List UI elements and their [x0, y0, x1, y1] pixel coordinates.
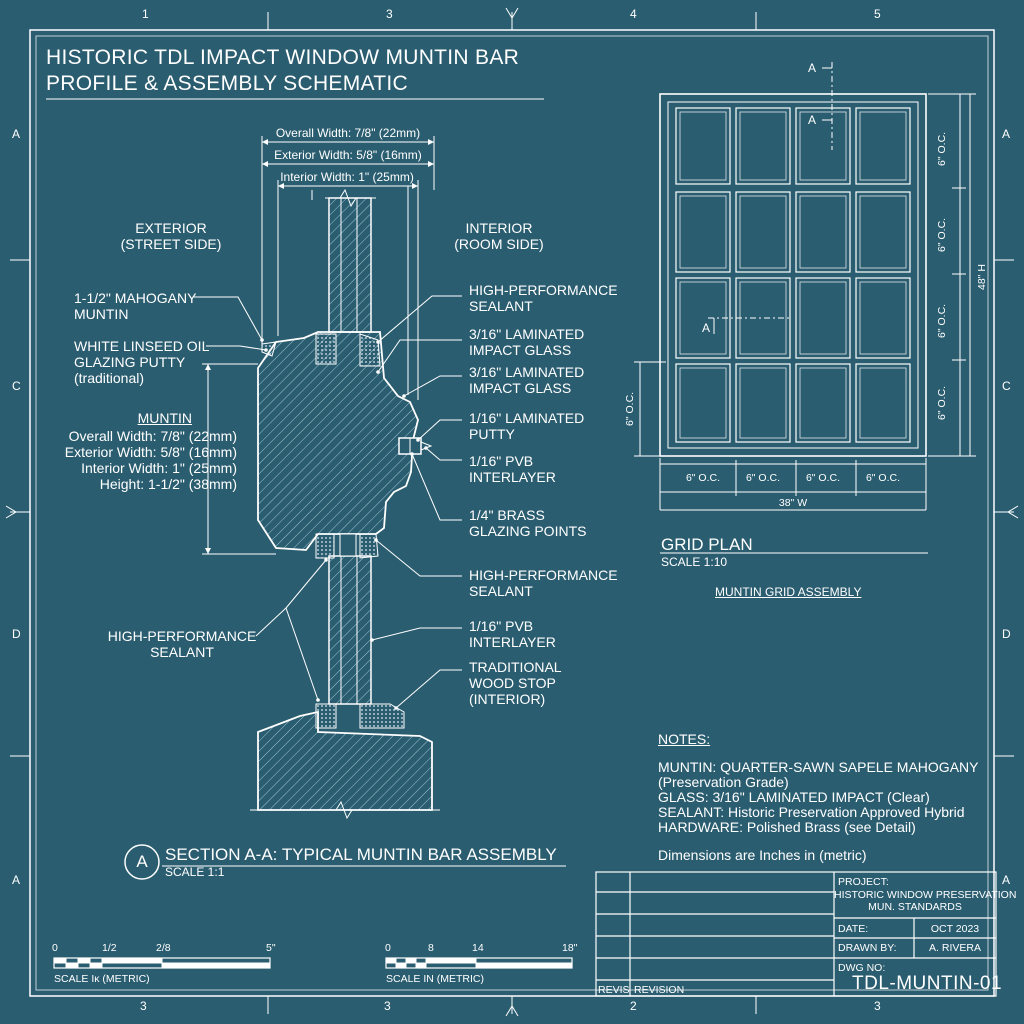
grid-plan-scale: SCALE 1:10 — [661, 555, 728, 569]
grid-right-dim: 6" O.C. — [936, 217, 948, 252]
scale-tick: 0 — [52, 942, 58, 954]
grid-bottom-dim: 6" O.C. — [745, 472, 781, 484]
scale-bar-graphics — [53, 957, 573, 969]
dimensions-note: Dimensions are Inches in (metric) — [658, 847, 867, 863]
grid-height-dim: 48" H — [976, 264, 988, 290]
notes-heading: NOTES: — [658, 731, 711, 747]
border-letter: C — [1002, 379, 1011, 393]
border-letter: A — [12, 127, 21, 141]
title-block-frame — [595, 871, 997, 997]
border-letter: D — [12, 627, 21, 641]
muntin-spec-heading: MUNTIN — [137, 410, 192, 426]
dim-exterior-width: Exterior Width: 5/8" (16mm) — [274, 148, 422, 162]
grid-plan-subtitle: MUNTIN GRID ASSEMBLY — [715, 585, 862, 599]
grid-left-dim: 6" O.C. — [624, 391, 636, 426]
border-letter: A — [1002, 873, 1011, 887]
border-number: 3 — [874, 999, 881, 1013]
grid-right-dim: 6" O.C. — [936, 131, 948, 166]
drawn-by-value: A. RIVERA — [929, 942, 981, 954]
border-letter: D — [1002, 627, 1011, 641]
dim-overall-width: Overall Width: 7/8" (22mm) — [275, 126, 421, 140]
revis-label: REVIS — [598, 984, 630, 996]
scale-tick: 5" — [266, 942, 276, 954]
scale-tick: 0 — [385, 942, 391, 954]
border-number: 5 — [874, 7, 881, 21]
section-detail — [124, 136, 566, 880]
muntin-spec-list: Overall Width: 7/8" (22mm) Exterior Widt… — [64, 428, 237, 493]
grid-bottom-dim: 6" O.C. — [865, 472, 901, 484]
scale-tick: 8 — [428, 942, 434, 954]
grid-plan-heading: GRID PLAN — [661, 535, 753, 554]
border-letter: A — [1002, 127, 1011, 141]
grid-width-dim: 38" W — [778, 497, 808, 509]
notes-list: MUNTIN: QUARTER-SAWN SAPELE MAHOGANY (Pr… — [658, 759, 979, 835]
border-letter: A — [12, 873, 21, 887]
revision-label: REVISION — [634, 984, 685, 996]
date-label: DATE: — [838, 923, 869, 935]
scale-tick: 1/2 — [102, 942, 117, 954]
dwg-no-value: TDL-MUNTIN-01 — [852, 973, 1003, 994]
scale-tick: 14 — [472, 942, 484, 954]
scale-tick: 2/8 — [156, 942, 171, 954]
scale-label: SCALE IN (METRIC) — [386, 973, 485, 985]
section-caption: SECTION A-A: TYPICAL MUNTIN BAR ASSEMBLY — [165, 845, 557, 864]
exterior-label: EXTERIOR(STREET SIDE) — [120, 220, 222, 253]
scale-tick: 18" — [562, 942, 578, 954]
border-number: 3 — [140, 999, 147, 1013]
grid-plan-drawing — [634, 62, 976, 554]
border-number: 2 — [630, 999, 637, 1013]
section-cut-mark-top-2: A — [808, 113, 817, 127]
border-letter: C — [12, 379, 21, 393]
grid-right-dim: 6" O.C. — [936, 303, 948, 338]
drawing-title-line-2: PROFILE & ASSEMBLY SCHEMATIC — [46, 72, 408, 95]
grid-right-dim: 6" O.C. — [936, 385, 948, 420]
dwg-no-label: DWG NO: — [838, 962, 886, 974]
project-label: PROJECT: — [838, 876, 889, 888]
date-value: OCT 2023 — [930, 923, 980, 935]
section-scale: SCALE 1:1 — [165, 865, 225, 879]
drawn-by-label: DRAWN BY: — [838, 942, 897, 954]
dim-interior-width: Interior Width: 1" (25mm) — [280, 170, 414, 184]
grid-bottom-dim: 6" O.C. — [805, 472, 841, 484]
grid-bottom-dim: 6" O.C. — [685, 472, 721, 484]
sheet-border — [5, 7, 1019, 1017]
section-marker-letter: A — [136, 852, 148, 871]
border-number: 3 — [386, 7, 393, 21]
section-cut-mark-top: A — [808, 61, 817, 75]
section-cut-mark-pane: A — [702, 321, 711, 335]
border-number: 3 — [384, 999, 391, 1013]
border-number: 4 — [630, 7, 637, 21]
drawing-title-line-1: HISTORIC TDL IMPACT WINDOW MUNTIN BAR — [46, 46, 520, 69]
interior-label: INTERIOR(ROOM SIDE) — [454, 220, 544, 253]
border-number: 1 — [142, 7, 149, 21]
section-marker-circle — [124, 844, 160, 880]
scale-label: SCALE Iĸ (METRIC) — [54, 973, 150, 985]
